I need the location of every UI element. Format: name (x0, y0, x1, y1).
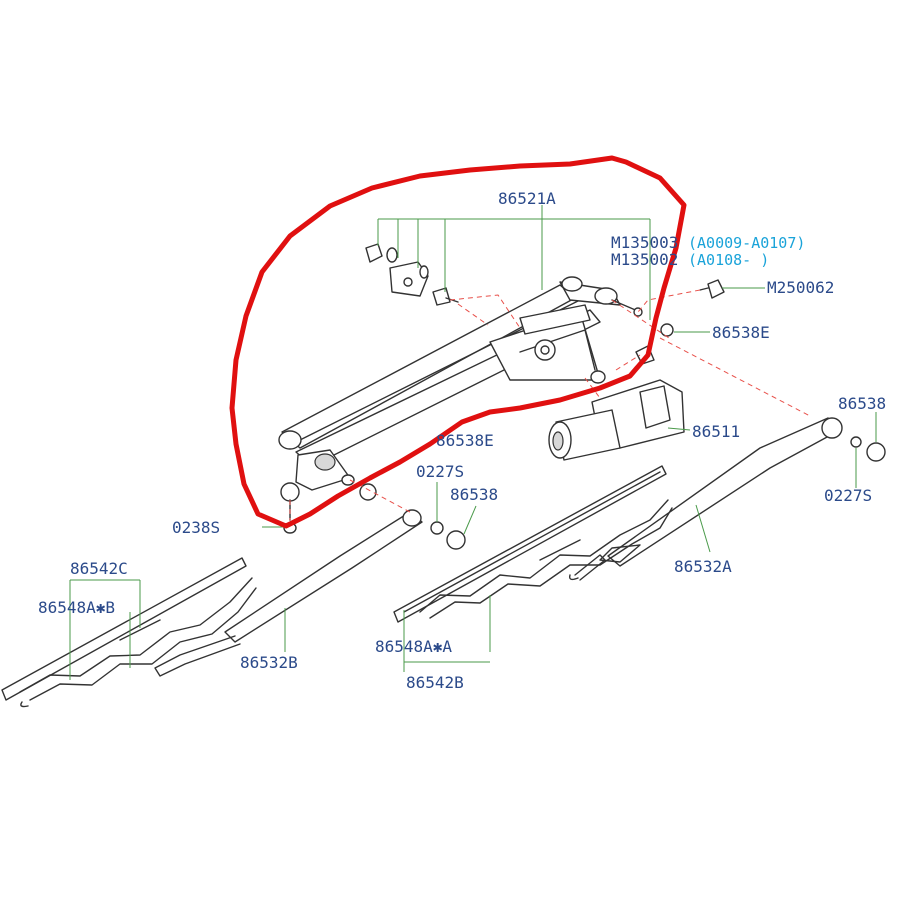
label-86542C: 86542C (70, 559, 128, 578)
wiper-blade-left (1, 557, 257, 708)
wiper-blade-center (393, 465, 673, 623)
reference-dashed-lines (289, 289, 811, 520)
label-0238S: 0238S (172, 518, 220, 537)
wiper-linkage-assembly (278, 276, 643, 534)
wiper-motor (548, 379, 685, 461)
label-86511: 86511 (692, 422, 740, 441)
label-86538-right: 86538 (838, 394, 886, 413)
label-86521A: 86521A (498, 189, 556, 208)
label-86542B: 86542B (406, 673, 464, 692)
wiper-arm-right (568, 417, 886, 581)
part-labels: 86521A M135003 (A0009-A0107) M135002 (A0… (38, 189, 886, 692)
label-M250062: M250062 (767, 278, 834, 297)
label-0227S-center: 0227S (416, 462, 464, 481)
label-M135003: M135003 (611, 233, 678, 252)
label-86532B: 86532B (240, 653, 298, 672)
label-86532A: 86532A (674, 557, 732, 576)
leader-lines (69, 205, 877, 680)
label-86548A-A: 86548A✱A (375, 637, 452, 656)
label-M135002: M135002 (611, 250, 678, 269)
highlight-circle (229, 155, 687, 529)
label-86548A-B: 86548A✱B (38, 598, 115, 617)
label-86538E-right: 86538E (712, 323, 770, 342)
label-M135003-range: (A0009-A0107) (688, 234, 805, 252)
label-86538E-left: 86538E (436, 431, 494, 450)
hardware-nut-washer-set (365, 243, 459, 306)
label-0227S-right: 0227S (824, 486, 872, 505)
label-M135002-range: (A0108- ) (688, 251, 769, 269)
wiper-arm-center (154, 483, 466, 677)
label-86538-center: 86538 (450, 485, 498, 504)
